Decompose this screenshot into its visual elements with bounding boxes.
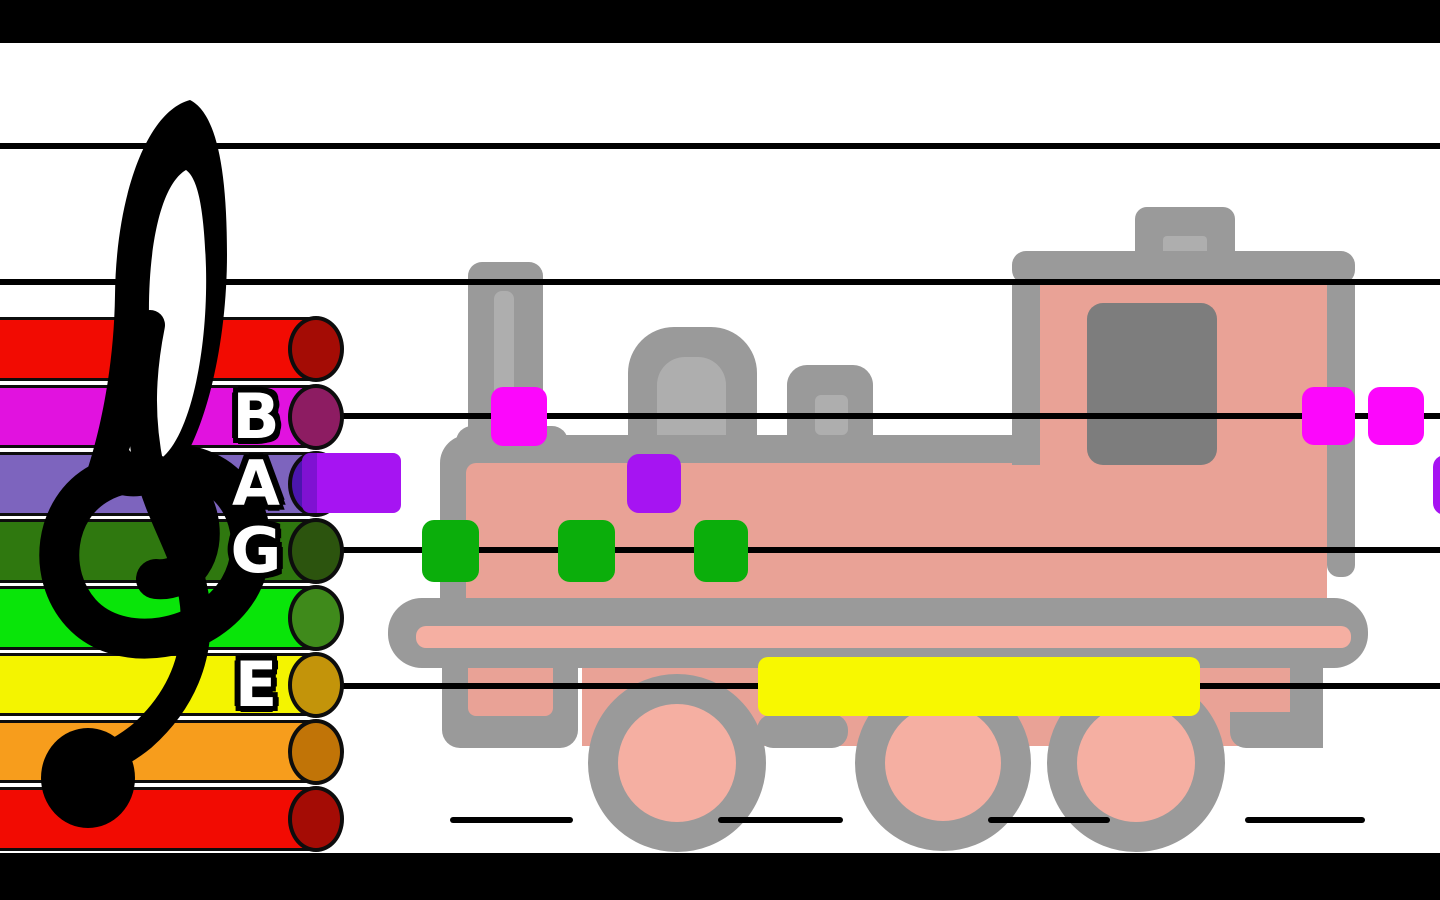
pitch-letter-A: A <box>232 447 280 520</box>
pitch-bar-cap-g[interactable] <box>288 518 344 584</box>
pitch-letter-G: G <box>230 514 282 587</box>
pitch-bar-cap-b[interactable] <box>288 383 344 450</box>
ledger-dash <box>718 817 843 823</box>
note-square-green[interactable] <box>422 520 479 582</box>
pitch-bar-cap-orange[interactable] <box>288 718 344 785</box>
note-sustained[interactable] <box>758 657 1200 716</box>
letterbox-bottom <box>0 853 1440 900</box>
treble-clef-icon <box>39 100 271 828</box>
train-cab-roof <box>1012 251 1355 284</box>
note-square-purple[interactable] <box>627 454 681 513</box>
train-step-left-inner <box>468 668 553 716</box>
pitch-letter-B: B <box>232 379 280 453</box>
staff-line <box>0 143 1440 149</box>
pitch-bar-cap-red-bottom[interactable] <box>288 786 344 852</box>
train-cab-window <box>1087 303 1217 465</box>
train-wheel <box>588 674 766 852</box>
ledger-dash <box>988 817 1110 823</box>
ledger-dash <box>1245 817 1365 823</box>
pitch-bar-cap-bright-green[interactable] <box>288 585 344 651</box>
note-square-magenta[interactable] <box>1302 387 1355 445</box>
pitch-bar-cap-red-top[interactable] <box>288 316 344 382</box>
note-square-purple[interactable] <box>302 453 401 513</box>
train-cab-wall-left <box>1012 284 1040 465</box>
note-square-magenta[interactable] <box>1368 387 1424 445</box>
pitch-letter-E: E <box>234 647 278 721</box>
train-step-right-base <box>1230 712 1323 748</box>
note-square-magenta[interactable] <box>491 387 547 446</box>
ledger-dash <box>450 817 573 823</box>
note-square-purple[interactable] <box>1433 455 1440 515</box>
staff-line <box>0 413 1440 419</box>
train-boiler-face <box>466 463 1040 598</box>
staff-line <box>0 279 1440 285</box>
letterbox-top <box>0 0 1440 43</box>
pitch-bar-cap-e[interactable] <box>288 651 344 718</box>
note-square-green[interactable] <box>558 520 615 582</box>
staff-line <box>0 683 1440 689</box>
note-square-green[interactable] <box>694 520 748 582</box>
train-axle-bar <box>757 714 848 748</box>
train-running-board-stripe <box>416 626 1351 648</box>
